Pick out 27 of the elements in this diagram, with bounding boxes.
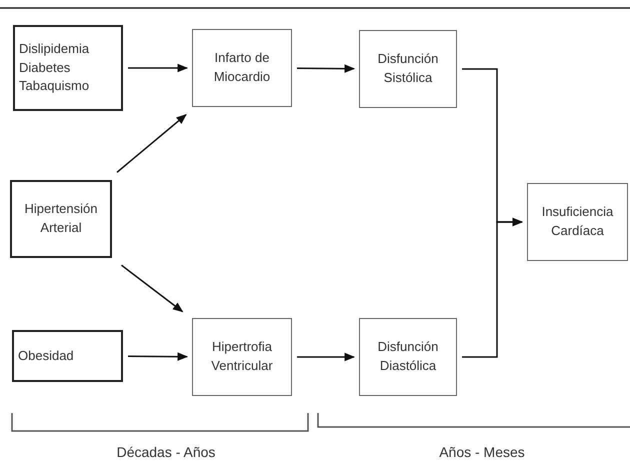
box-text: Hipertrofia Ventricular — [210, 338, 274, 375]
time-span-label: Décadas - Años — [116, 444, 216, 460]
process-box — [359, 318, 457, 396]
box-text: Hipertensión Arterial — [24, 200, 98, 237]
process-box — [192, 29, 292, 107]
box-text: Disfunción Sistólica — [376, 50, 440, 87]
box-text: Dislipidemia — [19, 40, 90, 58]
time-span-label: Años - Meses — [439, 444, 525, 460]
box-text: Infarto de Miocardio — [212, 49, 272, 86]
arrow — [128, 352, 188, 361]
process-box — [527, 183, 628, 261]
arrow — [116, 114, 187, 173]
arrow — [462, 218, 524, 358]
arrow — [128, 64, 188, 72]
process-box — [12, 330, 123, 382]
arrow — [297, 64, 356, 73]
process-box — [359, 30, 457, 108]
arrow — [297, 352, 356, 362]
process-box — [13, 25, 123, 111]
process-box — [192, 318, 292, 396]
box-text: Tabaquismo — [19, 77, 90, 96]
box-text: Insuficiencia Cardíaca — [540, 203, 614, 240]
arrow — [121, 264, 184, 312]
box-text: Obesidad — [18, 346, 74, 365]
process-box — [10, 180, 112, 258]
box-text: Disfunción Diastólica — [376, 338, 440, 375]
box-text: Diabetes — [19, 58, 70, 77]
